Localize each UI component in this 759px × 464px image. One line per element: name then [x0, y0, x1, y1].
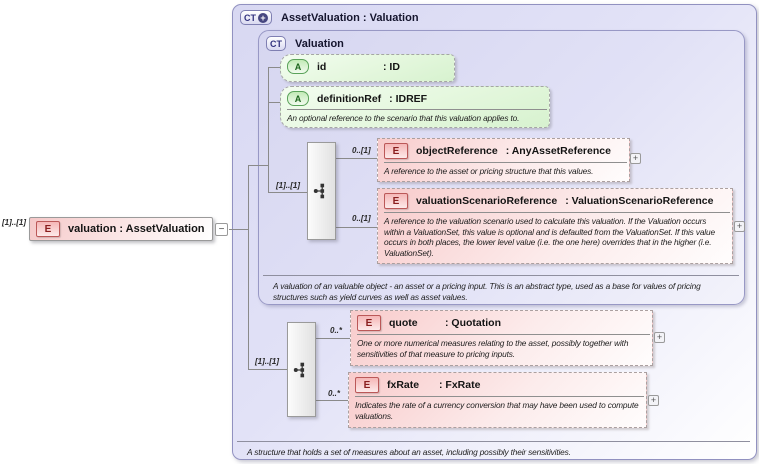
ct-badge-label: CT	[244, 12, 256, 23]
attribute-definitionRef[interactable]: A definitionRef : IDREF An optional refe…	[280, 86, 550, 128]
collapse-button[interactable]: −	[215, 223, 228, 236]
element-name: valuationScenarioReference	[416, 195, 558, 207]
base-type-header: CT Valuation	[266, 36, 344, 51]
cardinality-label-quote: 0..*	[330, 326, 343, 335]
attribute-header: A id : ID	[281, 55, 454, 76]
element-type: : ValuationScenarioReference	[565, 195, 714, 207]
cardinality-label-fxRate: 0..*	[328, 389, 341, 398]
base-type-title: Valuation	[295, 37, 344, 50]
element-label: valuation : AssetValuation	[68, 223, 205, 235]
attribute-name: definitionRef	[317, 92, 382, 105]
complex-type-header: CT+ AssetValuation : Valuation	[240, 10, 419, 25]
connector-line	[316, 338, 350, 339]
cardinality-label-group1: [1]..[1]	[276, 181, 300, 190]
complex-type-title: AssetValuation : Valuation	[281, 11, 419, 24]
connector-line	[268, 192, 307, 193]
expand-button[interactable]: +	[630, 153, 641, 164]
attribute-type: : IDREF	[389, 92, 428, 105]
attribute-annotation: An optional reference to the scenario th…	[287, 113, 520, 123]
connector-line	[248, 165, 249, 370]
element-name: quote	[389, 317, 418, 329]
connector-line	[336, 158, 377, 159]
divider	[384, 212, 730, 213]
complex-type-extension-icon: CT+	[240, 10, 272, 25]
connector-line	[248, 369, 287, 370]
base-type-annotation: A valuation of an valuable object - an a…	[263, 275, 739, 302]
sequence-compositor[interactable]	[307, 142, 336, 240]
attribute-icon: A	[287, 59, 309, 74]
element-icon: E	[384, 193, 408, 209]
divider	[355, 396, 644, 397]
connector-line	[268, 67, 269, 193]
element-annotation: One or more numerical measures relating …	[357, 338, 629, 359]
connector-line	[268, 67, 280, 68]
attribute-header: A definitionRef : IDREF	[281, 87, 549, 108]
element-header: E objectReference : AnyAssetReference	[378, 139, 629, 161]
element-name: fxRate	[387, 379, 420, 391]
element-header: E quote : Quotation	[351, 311, 652, 333]
element-icon: E	[357, 315, 381, 331]
element-type: : FxRate	[439, 379, 481, 391]
annotation-text: A valuation of an valuable object - an a…	[273, 281, 701, 302]
attribute-name: id	[317, 60, 327, 73]
element-type: : AnyAssetReference	[505, 145, 611, 157]
attribute-type: : ID	[383, 60, 400, 73]
sequence-compositor[interactable]	[287, 322, 316, 417]
connector-line	[268, 102, 280, 103]
attribute-icon: A	[287, 91, 309, 106]
element-objectReference[interactable]: E objectReference : AnyAssetReference A …	[377, 138, 630, 182]
divider	[384, 162, 627, 163]
element-icon: E	[36, 221, 60, 237]
complex-type-icon: CT	[266, 36, 286, 51]
expand-button[interactable]: +	[648, 395, 659, 406]
connector-line	[229, 229, 248, 230]
sequence-icon	[313, 183, 325, 199]
element-header: E valuationScenarioReference : Valuation…	[378, 189, 732, 211]
element-icon: E	[384, 143, 408, 159]
connector-line	[248, 165, 268, 166]
sequence-icon	[293, 362, 305, 377]
element-type: : Quotation	[445, 317, 501, 329]
element-valuationScenarioReference[interactable]: E valuationScenarioReference : Valuation…	[377, 188, 733, 264]
annotation-text: A structure that holds a set of measures…	[247, 447, 571, 457]
cardinality-label-objectReference: 0..[1]	[352, 146, 371, 155]
element-header: E fxRate : FxRate	[349, 373, 646, 395]
connector-line	[336, 227, 377, 228]
element-annotation: Indicates the rate of a currency convers…	[355, 400, 639, 421]
cardinality-label-group2: [1]..[1]	[255, 357, 279, 366]
cardinality-label-valuationScenarioReference: 0..[1]	[352, 214, 371, 223]
expand-button[interactable]: +	[654, 332, 665, 343]
element-quote[interactable]: E quote : Quotation One or more numerica…	[350, 310, 653, 366]
ct-badge-label: CT	[270, 38, 282, 49]
element-valuation[interactable]: E valuation : AssetValuation	[29, 217, 213, 241]
attribute-id[interactable]: A id : ID	[280, 54, 455, 82]
divider	[357, 334, 650, 335]
expand-button[interactable]: +	[734, 221, 745, 232]
connector-line	[316, 400, 348, 401]
element-annotation: A reference to the valuation scenario us…	[384, 216, 715, 258]
element-fxRate[interactable]: E fxRate : FxRate Indicates the rate of …	[348, 372, 647, 428]
element-name: objectReference	[416, 145, 498, 157]
element-icon: E	[355, 377, 379, 393]
cardinality-label-valuation: [1]..[1]	[2, 218, 26, 227]
extension-plus-icon: +	[258, 12, 268, 23]
divider	[287, 109, 547, 110]
element-annotation: A reference to the asset or pricing stru…	[384, 166, 594, 176]
complex-type-annotation: A structure that holds a set of measures…	[237, 441, 750, 458]
